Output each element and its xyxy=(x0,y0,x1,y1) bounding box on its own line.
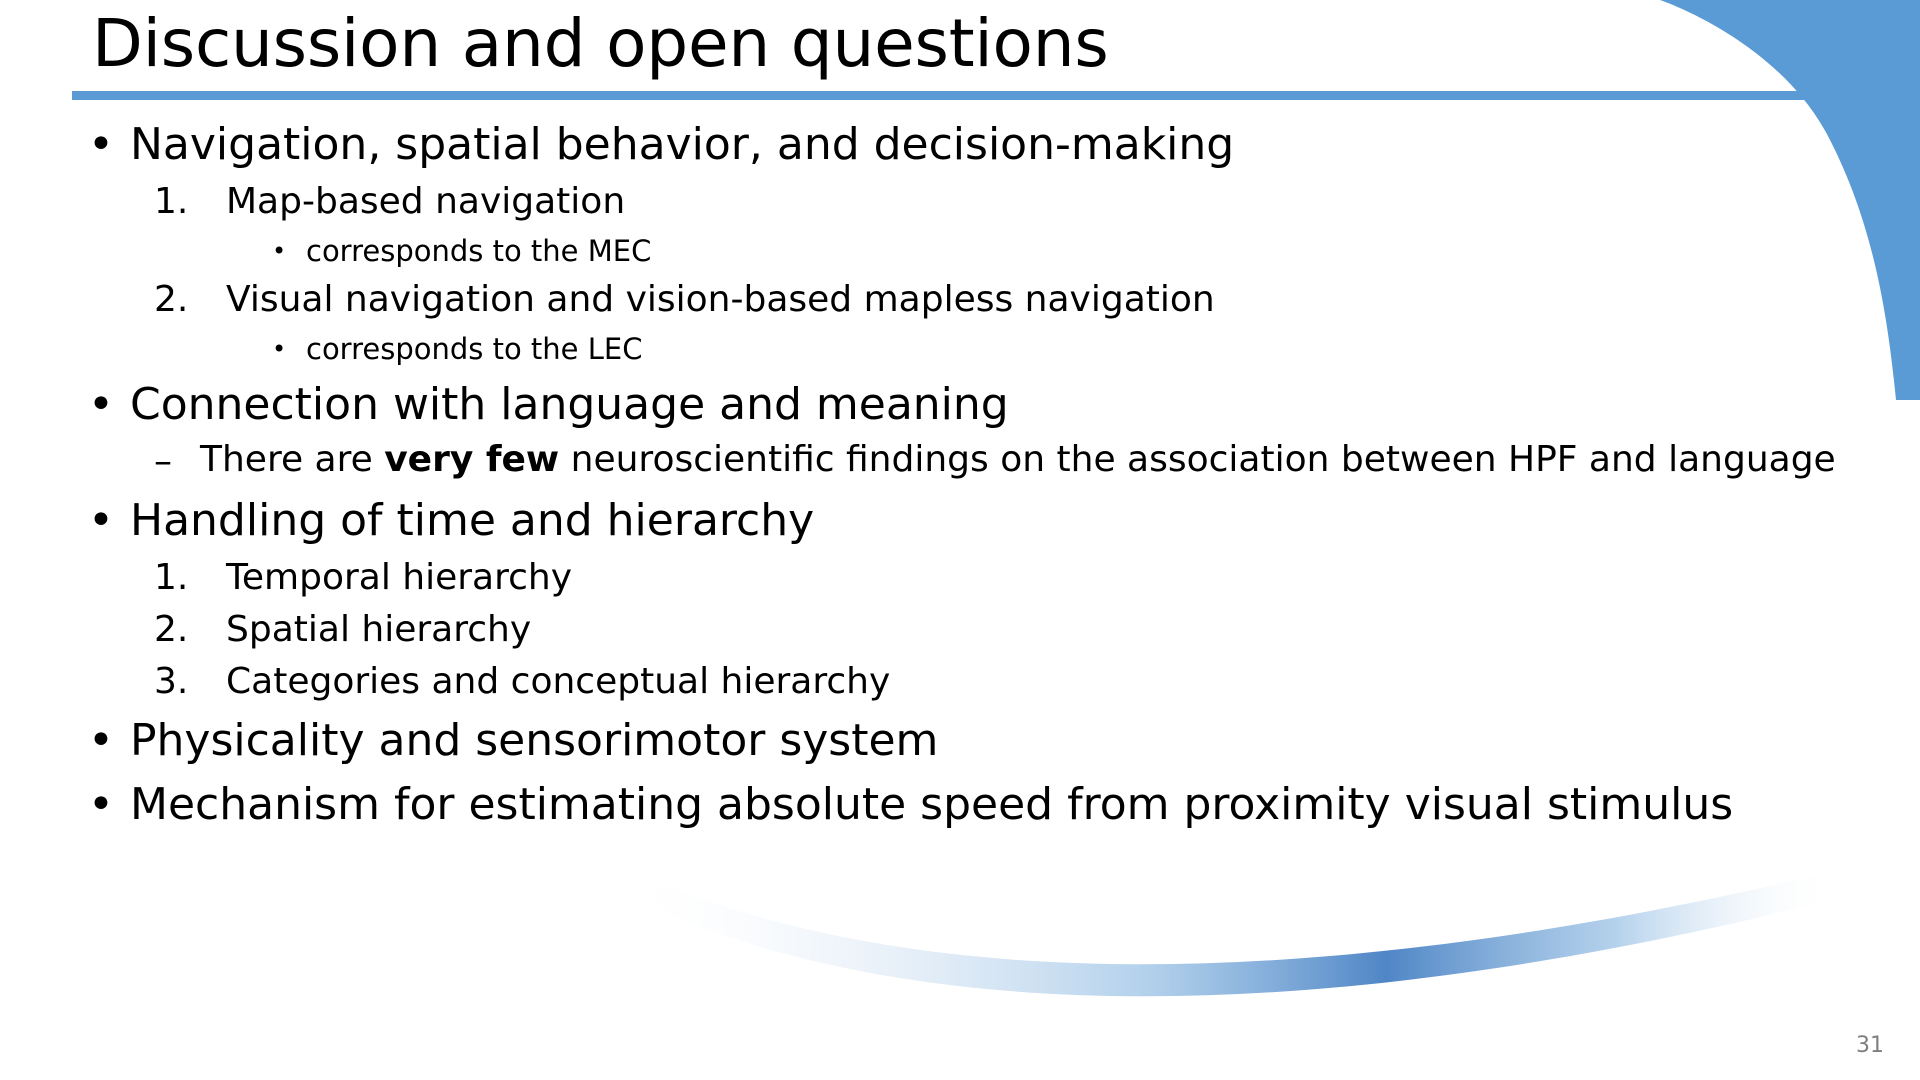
bullet-level1: • Connection with language and meaning xyxy=(72,374,1862,436)
bullet-small-icon: • xyxy=(272,335,287,363)
bullet-text: Connection with language and meaning xyxy=(130,379,1009,430)
bullet-level3: • corresponds to the LEC xyxy=(72,326,1862,372)
text-emphasis: very few xyxy=(384,439,560,480)
bullet-text: corresponds to the MEC xyxy=(306,234,652,268)
list-number-marker: 2. xyxy=(154,279,189,320)
bullet-level2: 1. Temporal hierarchy xyxy=(72,552,1862,604)
bullet-round-icon: • xyxy=(88,119,114,170)
bullet-text-rich: There are very few neuroscientific findi… xyxy=(200,436,1840,484)
bullet-text: Mechanism for estimating absolute speed … xyxy=(130,779,1734,830)
bullet-level2: 2. Spatial hierarchy xyxy=(72,604,1862,656)
slide-title: Discussion and open questions xyxy=(92,5,1109,82)
text-prefix: There are xyxy=(200,439,385,480)
bullet-round-icon: • xyxy=(88,495,114,546)
slide-body: • Navigation, spatial behavior, and deci… xyxy=(72,112,1862,836)
bullet-level2: 3. Categories and conceptual hierarchy xyxy=(72,656,1862,708)
bullet-text: Temporal hierarchy xyxy=(226,557,573,598)
bullet-level2: 1. Map-based navigation xyxy=(72,176,1862,228)
bottom-arc-decoration xyxy=(616,860,1900,997)
bullet-round-icon: • xyxy=(88,715,114,766)
bullet-round-icon: • xyxy=(88,779,114,830)
bullet-text: Categories and conceptual hierarchy xyxy=(226,661,891,702)
list-number-marker: 3. xyxy=(154,661,189,702)
bullet-text: Navigation, spatial behavior, and decisi… xyxy=(130,119,1235,170)
title-underline-rule xyxy=(72,91,1842,100)
bullet-small-icon: • xyxy=(272,237,287,265)
list-number-marker: 1. xyxy=(154,557,189,598)
bullet-level1: • Navigation, spatial behavior, and deci… xyxy=(72,114,1862,176)
bullet-text: Map-based navigation xyxy=(226,181,626,222)
list-number-marker: 1. xyxy=(154,181,189,222)
bullet-text: corresponds to the LEC xyxy=(306,332,643,366)
bullet-level1: • Handling of time and hierarchy xyxy=(72,490,1862,552)
bullet-level2: 2. Visual navigation and vision-based ma… xyxy=(72,274,1862,326)
dash-marker-icon: – xyxy=(154,441,172,482)
bullet-text: Spatial hierarchy xyxy=(226,609,532,650)
bullet-round-icon: • xyxy=(88,379,114,430)
bullet-level2-dash: – There are very few neuroscientific fin… xyxy=(72,436,1862,488)
bullet-level1: • Mechanism for estimating absolute spee… xyxy=(72,774,1862,836)
bullet-text: Handling of time and hierarchy xyxy=(130,495,815,546)
bullet-text: Visual navigation and vision-based maple… xyxy=(226,279,1215,320)
bullet-level1: • Physicality and sensorimotor system xyxy=(72,710,1862,772)
page-number: 31 xyxy=(1856,1033,1884,1058)
bullet-text: Physicality and sensorimotor system xyxy=(130,715,939,766)
list-number-marker: 2. xyxy=(154,609,189,650)
text-suffix: neuroscientific findings on the associat… xyxy=(559,439,1836,480)
bullet-level3: • corresponds to the MEC xyxy=(72,228,1862,274)
